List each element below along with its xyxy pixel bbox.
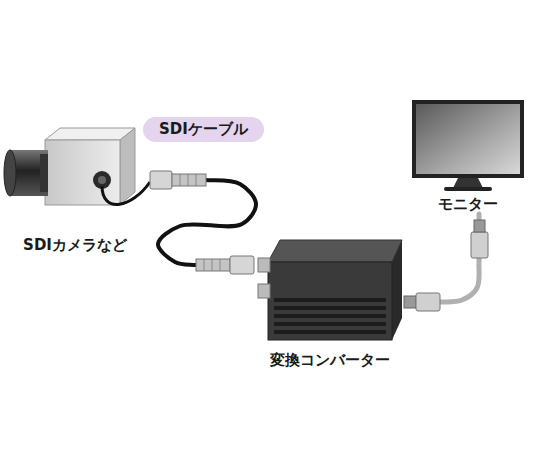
hdmi-plug xyxy=(404,293,440,311)
camera xyxy=(4,128,150,205)
vent-stripe xyxy=(274,306,386,310)
cable-label: SDIケーブル xyxy=(143,117,264,142)
cable xyxy=(154,180,256,266)
hdmi-plug xyxy=(471,220,488,258)
vent-stripe xyxy=(274,314,386,318)
device-node: モニター xyxy=(401,92,534,214)
bnc-plug xyxy=(196,256,254,274)
device-node: SDIカメラなど xyxy=(0,125,154,255)
converter xyxy=(258,240,402,340)
device-node: 変換コンバーター xyxy=(251,235,409,370)
cable xyxy=(409,214,479,302)
vent-stripe xyxy=(274,322,386,326)
vent-stripe xyxy=(274,330,386,334)
monitor xyxy=(412,100,524,191)
vent-stripe xyxy=(274,298,386,302)
device-label: SDIカメラなど xyxy=(0,236,154,255)
bnc-plug xyxy=(150,171,206,189)
device-label: モニター xyxy=(401,195,534,214)
device-label: 変換コンバーター xyxy=(251,351,409,370)
